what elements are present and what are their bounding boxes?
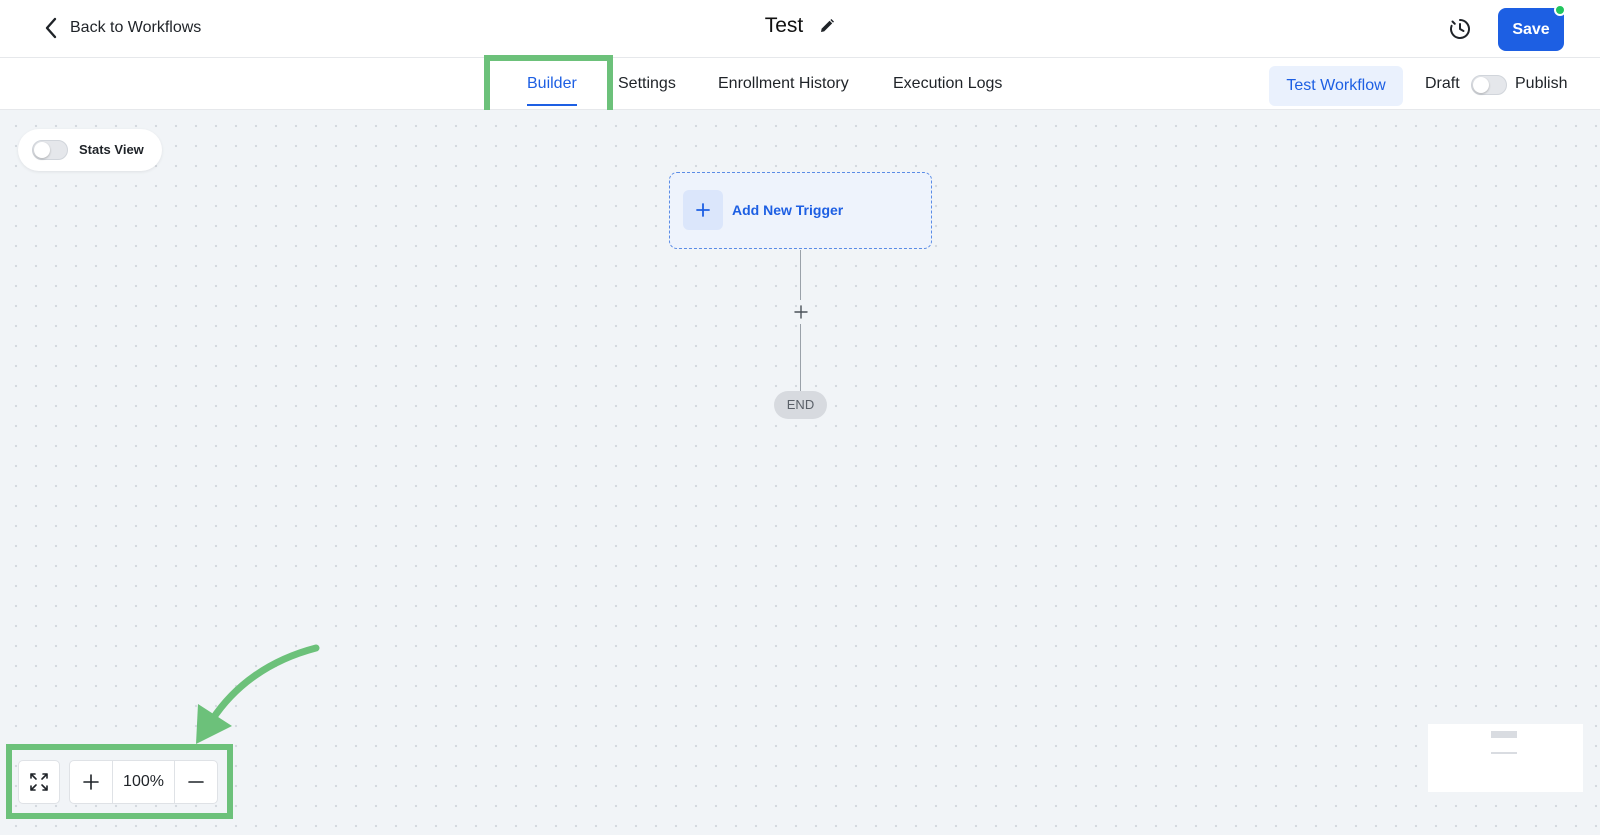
add-new-trigger-label: Add New Trigger bbox=[732, 202, 844, 218]
zoom-out-button[interactable] bbox=[175, 761, 217, 803]
stats-view-control: Stats View bbox=[18, 129, 162, 171]
test-workflow-button[interactable]: Test Workflow bbox=[1269, 66, 1403, 106]
publish-toggle[interactable] bbox=[1471, 75, 1507, 95]
tab-enrollment-history[interactable]: Enrollment History bbox=[718, 75, 849, 92]
stats-view-toggle-knob bbox=[34, 142, 50, 158]
connector-line bbox=[800, 324, 801, 391]
workflow-title-group: Test bbox=[0, 14, 1600, 38]
fit-view-button[interactable] bbox=[18, 760, 60, 804]
back-to-workflows-link[interactable]: Back to Workflows bbox=[42, 16, 201, 40]
chevron-left-icon bbox=[45, 17, 57, 39]
expand-icon bbox=[30, 773, 48, 791]
draft-label: Draft bbox=[1425, 75, 1460, 92]
save-button[interactable]: Save bbox=[1498, 8, 1564, 51]
connector-line bbox=[800, 250, 801, 300]
tab-execution-logs[interactable]: Execution Logs bbox=[893, 75, 1003, 92]
pencil-icon[interactable] bbox=[819, 18, 835, 34]
zoom-in-button[interactable] bbox=[70, 761, 112, 803]
workflow-title: Test bbox=[764, 14, 804, 37]
unsaved-status-dot bbox=[1554, 4, 1566, 16]
end-node: END bbox=[774, 391, 827, 419]
plus-icon bbox=[83, 774, 100, 790]
workflow-canvas[interactable]: Stats View Add New Trigger END bbox=[0, 110, 1600, 835]
tab-settings[interactable]: Settings bbox=[618, 75, 676, 92]
canvas-minimap[interactable] bbox=[1428, 724, 1583, 792]
stats-view-label: Stats View bbox=[79, 142, 144, 157]
minimap-end-shape bbox=[1491, 752, 1517, 754]
minimap-trigger-shape bbox=[1491, 731, 1517, 738]
stats-view-toggle[interactable] bbox=[32, 140, 68, 160]
add-step-plus-icon[interactable] bbox=[791, 302, 811, 322]
publish-toggle-knob bbox=[1473, 77, 1489, 93]
back-link-label: Back to Workflows bbox=[70, 19, 202, 36]
minus-icon bbox=[187, 781, 204, 783]
publish-label: Publish bbox=[1515, 75, 1568, 92]
clock-history-icon[interactable] bbox=[1448, 17, 1472, 41]
add-new-trigger-node[interactable]: Add New Trigger bbox=[669, 172, 932, 249]
tab-builder[interactable]: Builder bbox=[527, 58, 577, 110]
top-header: Back to Workflows Test Save bbox=[0, 0, 1600, 58]
plus-icon bbox=[683, 190, 723, 230]
annotation-arrow bbox=[196, 644, 320, 744]
zoom-level: 100% bbox=[112, 761, 175, 803]
zoom-controls: 100% bbox=[69, 760, 218, 804]
